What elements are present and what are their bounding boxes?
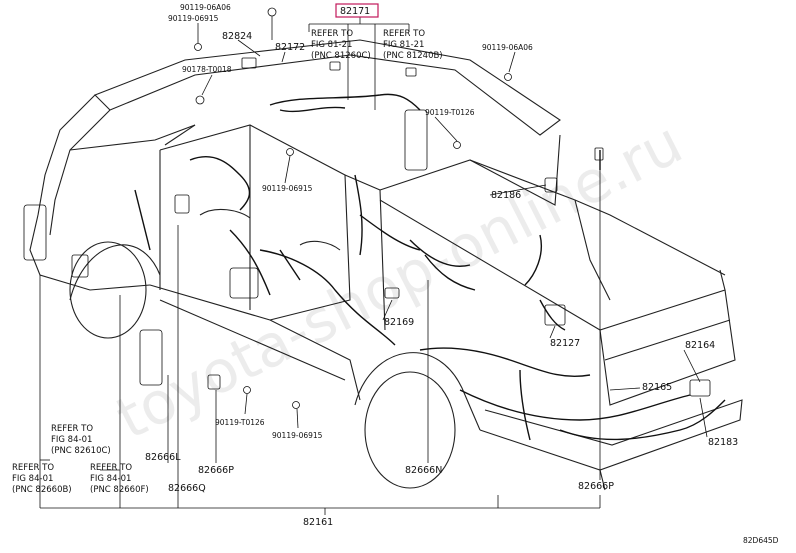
part-82171[interactable]: 82171 bbox=[340, 6, 370, 17]
fastener-90119-06915-lower[interactable]: 90119-06915 bbox=[272, 431, 323, 440]
vehicle-body-outline bbox=[29, 39, 743, 491]
reference-82660F[interactable]: REFER TO FIG 84-01 (PNC 82660F) bbox=[90, 463, 149, 495]
part-82666P-right[interactable]: 82666P bbox=[578, 481, 614, 492]
reference-81240B[interactable]: REFER TO FIG 81-21 (PNC 81240B) bbox=[383, 29, 443, 61]
svg-text:FIG 84-01: FIG 84-01 bbox=[12, 474, 53, 484]
svg-text:REFER TO: REFER TO bbox=[51, 424, 93, 434]
svg-text:REFER TO: REFER TO bbox=[90, 463, 132, 473]
reference-82660B[interactable]: REFER TO FIG 84-01 (PNC 82660B) bbox=[12, 463, 72, 495]
svg-text:REFER TO: REFER TO bbox=[12, 463, 54, 473]
part-number-labels: 82171 82824 82172 82186 82169 82127 8216… bbox=[145, 3, 738, 528]
svg-text:FIG 81-21: FIG 81-21 bbox=[311, 40, 352, 50]
reference-82610C[interactable]: REFER TO FIG 84-01 (PNC 82610C) bbox=[51, 424, 111, 456]
fastener-90119-T0126-lower[interactable]: 90119-T0126 bbox=[215, 418, 265, 427]
reference-81260C[interactable]: REFER TO FIG 81-21 (PNC 81260C) bbox=[311, 29, 371, 61]
wire-harnesses bbox=[134, 93, 726, 441]
fastener-90119-06915-top[interactable]: 90119-06915 bbox=[168, 14, 219, 23]
part-82169[interactable]: 82169 bbox=[384, 317, 414, 328]
fastener-90119-T0126-upper[interactable]: 90119-T0126 bbox=[425, 108, 475, 117]
fastener-labels: 90119-06A06 90119-06915 90178-T0018 9011… bbox=[168, 3, 533, 440]
svg-text:(PNC 81240B): (PNC 81240B) bbox=[383, 51, 443, 61]
part-82666L[interactable]: 82666L bbox=[145, 452, 181, 463]
highlight-box bbox=[335, 3, 379, 18]
part-82161[interactable]: 82161 bbox=[303, 517, 333, 528]
fastener-90178-T0018[interactable]: 90178-T0018 bbox=[182, 65, 232, 74]
svg-text:(PNC 81260C): (PNC 81260C) bbox=[311, 51, 371, 61]
svg-text:FIG 84-01: FIG 84-01 bbox=[51, 435, 92, 445]
svg-text:(PNC 82610C): (PNC 82610C) bbox=[51, 446, 111, 456]
fastener-90119-06A06-right[interactable]: 90119-06A06 bbox=[482, 43, 533, 52]
svg-text:(PNC 82660B): (PNC 82660B) bbox=[12, 485, 72, 495]
svg-text:FIG 84-01: FIG 84-01 bbox=[90, 474, 131, 484]
svg-text:(PNC 82660F): (PNC 82660F) bbox=[90, 485, 149, 495]
svg-text:REFER TO: REFER TO bbox=[383, 29, 425, 39]
part-82127[interactable]: 82127 bbox=[550, 338, 580, 349]
part-82172[interactable]: 82172 bbox=[275, 42, 305, 53]
figure-code: 82D645D bbox=[743, 536, 779, 545]
part-82666N[interactable]: 82666N bbox=[405, 465, 442, 476]
leader-lines bbox=[39, 16, 708, 515]
part-82186[interactable]: 82186 bbox=[491, 190, 521, 201]
reference-labels: REFER TO FIG 81-21 (PNC 81260C) REFER TO… bbox=[12, 29, 443, 495]
part-82165[interactable]: 82165 bbox=[642, 382, 672, 393]
part-82666P-left[interactable]: 82666P bbox=[198, 465, 234, 476]
part-82164[interactable]: 82164 bbox=[685, 340, 715, 351]
fastener-90119-06A06-top[interactable]: 90119-06A06 bbox=[180, 3, 231, 12]
svg-text:FIG 81-21: FIG 81-21 bbox=[383, 40, 424, 50]
fastener-90119-06915-mid[interactable]: 90119-06915 bbox=[262, 184, 313, 193]
svg-text:REFER TO: REFER TO bbox=[311, 29, 353, 39]
part-82183[interactable]: 82183 bbox=[708, 437, 738, 448]
watermark: toyota-shop-online.ru bbox=[105, 108, 692, 452]
part-82824[interactable]: 82824 bbox=[222, 31, 252, 42]
part-82666Q[interactable]: 82666Q bbox=[168, 483, 206, 494]
